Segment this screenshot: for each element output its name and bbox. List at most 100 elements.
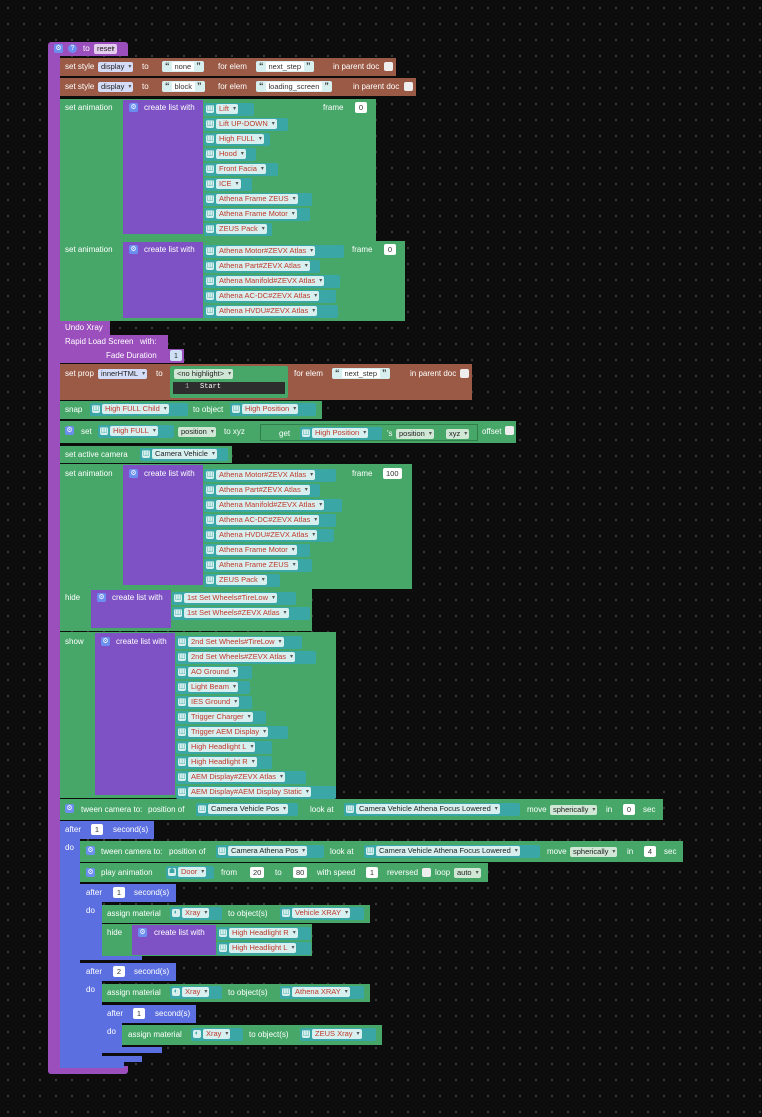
after-block-1[interactable] — [60, 821, 154, 839]
list-item[interactable]: ◫High FULL — [204, 133, 270, 146]
list-item-dropdown[interactable]: Athena AC-DC#ZEVX Atlas — [216, 291, 320, 301]
list-item[interactable]: ◫ZEUS Pack — [204, 574, 280, 587]
list-item-dropdown[interactable]: Athena AC-DC#ZEVX Atlas — [216, 515, 320, 525]
tween-position[interactable]: ◫Camera Vehicle Pos — [196, 803, 298, 816]
rapid-load-block[interactable] — [60, 335, 168, 349]
material-dropdown[interactable]: Xray — [182, 908, 210, 918]
fade-duration-block[interactable] — [60, 349, 184, 363]
list-item-dropdown[interactable]: ZEUS Pack — [216, 575, 267, 585]
list-item-dropdown[interactable]: ICE — [216, 179, 241, 189]
list-item-dropdown[interactable]: Athena Part#ZEVX Atlas — [216, 261, 310, 271]
get-property-dropdown[interactable]: position — [396, 429, 434, 439]
list-item-dropdown[interactable]: Hood — [216, 149, 246, 159]
list-item-dropdown[interactable]: ZEUS Pack — [216, 224, 267, 234]
in-parent-checkbox[interactable] — [384, 62, 393, 71]
object-dropdown[interactable]: Athena XRAY — [292, 987, 350, 997]
list-item-dropdown[interactable]: Athena Part#ZEVX Atlas — [216, 485, 310, 495]
tween-look[interactable]: ◫Camera Vehicle Athena Focus Lowered — [364, 845, 540, 858]
list-item[interactable]: ◫1st Set Wheels#ZEVX Atlas — [172, 607, 310, 620]
style-value-text[interactable]: none — [171, 62, 195, 71]
list-gear-icon[interactable]: ⚙ — [97, 593, 106, 602]
assign-obj[interactable]: ◫ZEUS Xray — [300, 1028, 376, 1041]
after-block-2[interactable] — [80, 884, 176, 902]
assign-mat[interactable]: ◐Xray — [170, 986, 222, 999]
move-mode-dropdown[interactable]: spherically — [550, 805, 598, 815]
list-item[interactable]: ◫Lift UP-DOWN — [204, 118, 288, 131]
tween-gear-icon[interactable]: ⚙ — [86, 846, 95, 855]
property-dropdown[interactable]: position — [178, 427, 216, 437]
create-list-block[interactable] — [123, 242, 203, 318]
list-item-dropdown[interactable]: Athena Frame ZEUS — [216, 560, 298, 570]
elem-string[interactable]: “loading_screen” — [256, 81, 332, 92]
procedure-name[interactable]: reset — [94, 44, 117, 54]
style-value-string[interactable]: “block” — [162, 81, 205, 92]
list-item-dropdown[interactable]: Athena HVDU#ZEVX Atlas — [216, 306, 318, 316]
fade-duration-value[interactable]: 1 — [170, 350, 182, 361]
play-anim-dropdown[interactable]: Door — [178, 867, 207, 877]
in-parent-checkbox[interactable] — [404, 82, 413, 91]
highlight-dropdown[interactable]: <no highlight> — [174, 369, 234, 379]
frame-value[interactable]: 100 — [383, 468, 402, 479]
elem-string[interactable]: “next_step” — [256, 61, 314, 72]
list-item[interactable]: ◫AEM Display#ZEVX Atlas — [176, 771, 306, 784]
tween-position-dropdown[interactable]: Camera Athena Pos — [228, 846, 308, 856]
list-item-dropdown[interactable]: AO Ground — [188, 667, 238, 677]
list-item-dropdown[interactable]: Athena Frame Motor — [216, 545, 297, 555]
camera-dropdown[interactable]: Camera Vehicle — [152, 449, 217, 459]
tween-position-dropdown[interactable]: Camera Vehicle Pos — [208, 804, 288, 814]
to-value[interactable]: 80 — [293, 867, 308, 878]
set-gear-icon[interactable]: ⚙ — [65, 426, 74, 435]
list-item-dropdown[interactable]: 2nd Set Wheels#TireLow — [188, 637, 284, 647]
xyz-dropdown[interactable]: xyz — [446, 429, 470, 439]
list-item[interactable]: ◫Athena HVDU#ZEVX Atlas — [204, 305, 338, 318]
list-item-dropdown[interactable]: Lift UP-DOWN — [216, 119, 277, 129]
list-item[interactable]: ◫Trigger AEM Display — [176, 726, 288, 739]
style-value-text[interactable]: block — [171, 82, 196, 91]
list-item[interactable]: ◫High Headlight R — [217, 927, 311, 940]
tween-position[interactable]: ◫Camera Athena Pos — [216, 845, 324, 858]
after-value[interactable]: 2 — [113, 966, 125, 977]
camera-object[interactable]: ◫Camera Vehicle — [140, 448, 228, 461]
list-item-dropdown[interactable]: AEM Display#ZEVX Atlas — [188, 772, 286, 782]
list-gear-icon[interactable]: ⚙ — [129, 469, 138, 478]
after-value[interactable]: 1 — [113, 887, 125, 898]
speed-value[interactable]: 1 — [366, 867, 378, 878]
list-item-dropdown[interactable]: 1st Set Wheels#ZEVX Atlas — [184, 608, 289, 618]
list-item[interactable]: ◫2nd Set Wheels#TireLow — [176, 636, 302, 649]
list-item-dropdown[interactable]: Athena Motor#ZEVX Atlas — [216, 246, 316, 256]
list-item-dropdown[interactable]: Lift — [216, 104, 239, 114]
loop-dropdown[interactable]: auto — [454, 868, 481, 878]
undo-xray-block[interactable] — [60, 321, 110, 335]
list-item[interactable]: ◫Athena Manifold#ZEVX Atlas — [204, 275, 340, 288]
code-text[interactable]: Start — [200, 383, 222, 391]
list-item[interactable]: ◫Athena HVDU#ZEVX Atlas — [204, 529, 334, 542]
move-mode-dropdown[interactable]: spherically — [570, 847, 618, 857]
list-item-dropdown[interactable]: Athena Frame Motor — [216, 209, 297, 219]
list-item[interactable]: ◫Athena Part#ZEVX Atlas — [204, 260, 320, 273]
reversed-checkbox[interactable] — [422, 868, 431, 877]
list-item[interactable]: ◫Athena Motor#ZEVX Atlas — [204, 245, 344, 258]
list-item[interactable]: ◫1st Set Wheels#TireLow — [172, 592, 296, 605]
list-item[interactable]: ◫Trigger Charger — [176, 711, 266, 724]
list-item[interactable]: ◫Athena Motor#ZEVX Atlas — [204, 469, 336, 482]
list-item[interactable]: ◫Athena Frame Motor — [204, 208, 310, 221]
get-object-dropdown[interactable]: High Position — [312, 428, 369, 438]
set-object-dropdown[interactable]: High FULL — [110, 426, 158, 436]
material-dropdown[interactable]: Xray — [182, 987, 210, 997]
frame-value[interactable]: 0 — [384, 244, 396, 255]
tween-look-dropdown[interactable]: Camera Vehicle Athena Focus Lowered — [356, 804, 500, 814]
from-value[interactable]: 20 — [250, 867, 265, 878]
assign-mat[interactable]: ◐Xray — [170, 907, 222, 920]
list-item-dropdown[interactable]: Trigger Charger — [188, 712, 253, 722]
list-item-dropdown[interactable]: Light Beam — [188, 682, 238, 692]
list-item-dropdown[interactable]: 1st Set Wheels#TireLow — [184, 593, 278, 603]
help-icon[interactable]: ? — [68, 44, 77, 53]
assign-obj[interactable]: ◫Vehicle XRAY — [280, 907, 364, 920]
list-item-dropdown[interactable]: Athena Manifold#ZEVX Atlas — [216, 500, 325, 510]
snap-target-dropdown[interactable]: High Position — [242, 404, 299, 414]
style-prop-dropdown[interactable]: display — [98, 82, 134, 92]
create-list-block[interactable] — [123, 100, 203, 234]
list-item[interactable]: ◫Athena AC-DC#ZEVX Atlas — [204, 290, 336, 303]
list-gear-icon[interactable]: ⚙ — [101, 637, 110, 646]
in-parent-checkbox[interactable] — [460, 369, 469, 378]
